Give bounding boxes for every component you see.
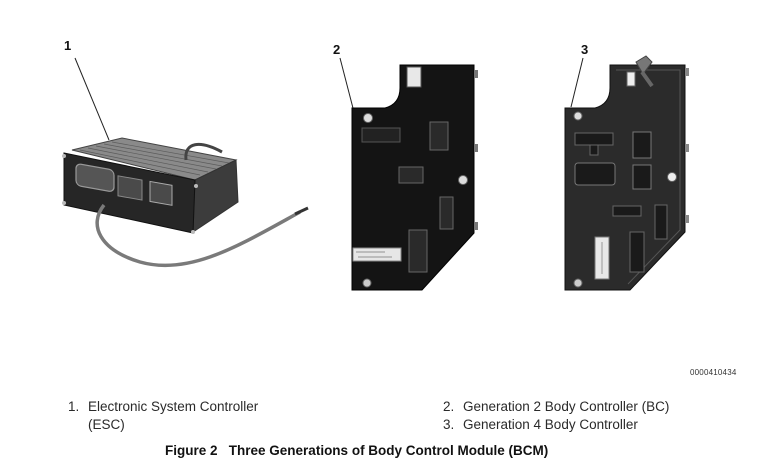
esc-module-image	[62, 57, 309, 268]
figure-illustration	[62, 55, 689, 291]
legend-left: 1. Electronic System Controller (ESC)	[68, 398, 368, 434]
figure-caption: Figure 2 Three Generations of Body Contr…	[165, 443, 548, 458]
callout-1: 1	[64, 38, 72, 53]
legend-item-3-number: 3.	[443, 417, 455, 432]
figure-number: Figure 2	[165, 443, 218, 458]
legend-item-2-number: 2.	[443, 399, 455, 414]
gen2-body-controller-image	[339, 57, 478, 291]
legend-item-3: 3. Generation 4 Body Controller	[443, 416, 763, 434]
callout-3: 3	[581, 42, 589, 57]
legend-item-1-text: Electronic System Controller	[88, 399, 259, 414]
gen4-body-controller-image	[564, 55, 689, 291]
legend-item-2: 2. Generation 2 Body Controller (BC)	[443, 398, 763, 416]
image-code: 0000410434	[690, 368, 737, 377]
legend-item-3-text: Generation 4 Body Controller	[463, 417, 638, 432]
callout-2: 2	[333, 42, 341, 57]
figure-title: Three Generations of Body Control Module…	[228, 443, 549, 458]
legend-item-1-continuation: (ESC)	[88, 417, 125, 432]
legend-item-1-number: 1.	[68, 399, 80, 414]
legend-item-2-text: Generation 2 Body Controller (BC)	[463, 399, 670, 414]
legend-item-1: 1. Electronic System Controller	[68, 398, 368, 416]
legend-right: 2. Generation 2 Body Controller (BC) 3. Ge…	[443, 398, 763, 434]
